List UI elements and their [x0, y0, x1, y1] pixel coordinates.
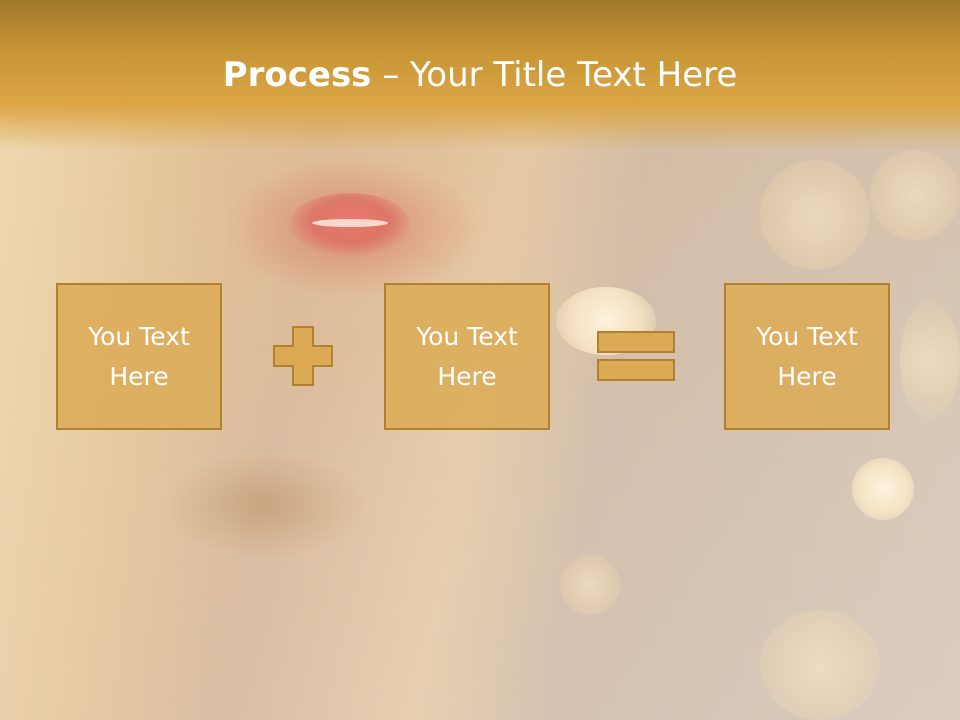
bokeh-light	[560, 555, 620, 615]
title-bold: Process	[222, 55, 372, 95]
header-band	[0, 0, 960, 150]
process-box-1[interactable]: You Text Here	[56, 283, 222, 430]
bokeh-light	[760, 160, 870, 270]
necklace-decoration	[160, 450, 370, 560]
bokeh-light	[852, 458, 914, 520]
process-box-3[interactable]: You Text Here	[724, 283, 890, 430]
process-box-1-text: You Text Here	[88, 321, 190, 391]
slide-title: Process – Your Title Text Here	[0, 52, 960, 98]
plus-icon	[273, 326, 333, 386]
process-box-2-text: You Text Here	[416, 321, 518, 391]
equals-icon	[597, 331, 675, 381]
title-rest: – Your Title Text Here	[371, 55, 738, 95]
lips-decoration	[290, 193, 410, 255]
process-box-3-text: You Text Here	[756, 321, 858, 391]
bokeh-light	[870, 150, 960, 240]
bokeh-light	[900, 300, 960, 420]
bokeh-light	[760, 610, 880, 720]
process-box-2[interactable]: You Text Here	[384, 283, 550, 430]
